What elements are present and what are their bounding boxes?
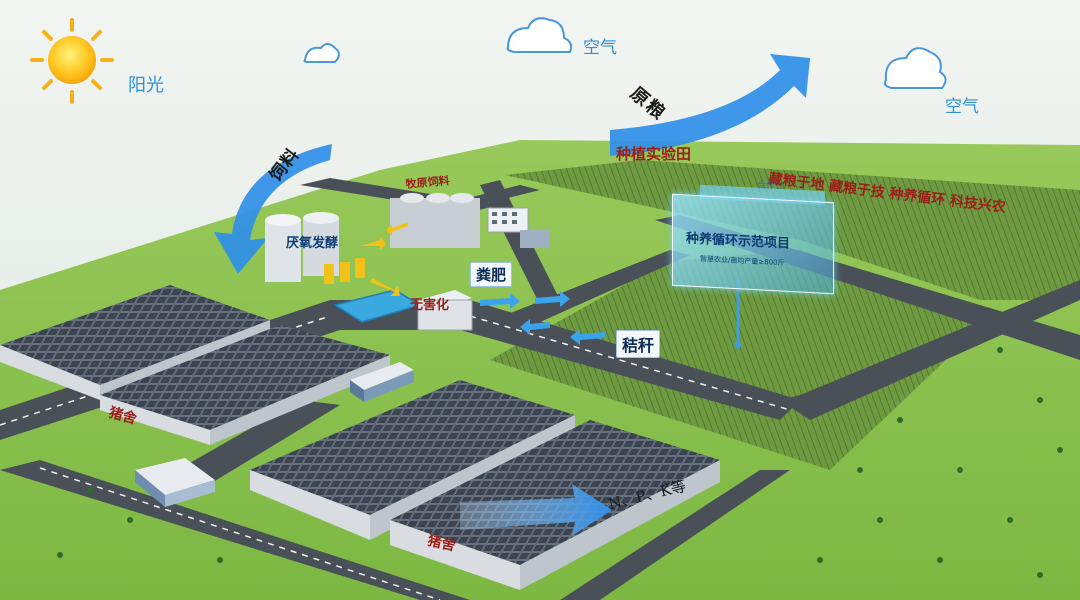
sun-icon (30, 18, 114, 104)
arrow-icon (214, 144, 332, 274)
label-planting-field: 种植实验田 (616, 145, 692, 163)
silo-icon (265, 212, 365, 284)
label-manure: 粪肥 (470, 262, 513, 287)
label-air-1: 空气 (583, 38, 617, 58)
label-straw: 秸秆 (616, 330, 661, 358)
harmless-treatment-building (417, 290, 473, 331)
billboard-tab-label: 合作社 (757, 181, 785, 191)
label-sunlight: 阳光 (128, 75, 164, 96)
crop-field-near (490, 250, 990, 470)
cloud-icon (303, 17, 947, 89)
arrow-icon (610, 54, 810, 156)
truck-icon (135, 458, 215, 507)
arrow-icon (460, 484, 612, 536)
tree-icon (57, 347, 1063, 578)
solar-roof-icon (0, 285, 390, 445)
label-air-2: 空气 (945, 97, 979, 117)
label-biogas: 厌氧发酵 (286, 236, 339, 251)
feed-mill (390, 193, 550, 248)
label-harmless: 无害化 (410, 298, 450, 313)
truck-icon (350, 362, 414, 402)
